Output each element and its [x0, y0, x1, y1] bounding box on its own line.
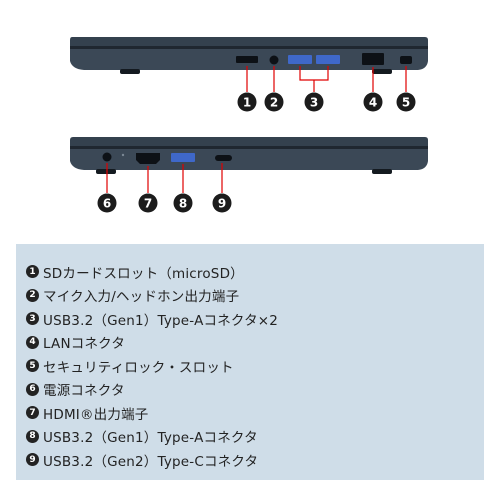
- callout-marker-2: 2: [264, 92, 284, 112]
- sd-card-slot: [236, 56, 258, 63]
- usb-c-port: [215, 155, 232, 161]
- callout-marker-9: 9: [212, 193, 232, 213]
- laptop-side-views: 1 2 3 4 5 6 7 8 9: [70, 37, 428, 213]
- callout-marker-8: 8: [173, 193, 193, 213]
- power-jack: [102, 152, 112, 162]
- laptop-right-side-view: 6 7 8 9: [70, 137, 428, 213]
- legend-number-badge: 6: [26, 382, 39, 396]
- legend-number-badge: 8: [26, 429, 39, 443]
- legend-label: マイク入力/ヘッドホン出力端子: [43, 289, 240, 306]
- marker-circle: [304, 92, 324, 112]
- legend-number-badge: 2: [26, 288, 39, 302]
- power-led: [121, 153, 125, 157]
- legend-label: セキュリティロック・スロット: [43, 359, 234, 376]
- legend-item: 7 HDMI®出力端子: [26, 401, 278, 425]
- legend-label: USB3.2（Gen1）Type-Aコネクタ×2: [43, 312, 279, 329]
- laptop-foot: [372, 69, 392, 74]
- marker-circle: [264, 92, 284, 112]
- callout-lines-top: [246, 66, 407, 92]
- legend-number-badge: 3: [26, 312, 39, 326]
- audio-jack: [269, 55, 279, 65]
- marker-circle: [363, 92, 383, 112]
- marker-circle: [237, 92, 257, 112]
- marker-circle: [212, 193, 232, 213]
- callout-lines-bottom: [106, 163, 223, 193]
- laptop-foot: [372, 169, 392, 174]
- marker-number: 3: [310, 96, 318, 110]
- callout-marker-4: 4: [363, 92, 383, 112]
- security-lock-slot: [400, 56, 412, 64]
- laptop-hinge-seam-bottom: [70, 146, 428, 149]
- marker-number: 9: [218, 197, 226, 211]
- hdmi-port: [136, 153, 160, 164]
- legend-number-badge: 4: [26, 335, 39, 349]
- legend-label: HDMI®出力端子: [43, 406, 149, 423]
- marker-circle: [396, 92, 416, 112]
- laptop-lid-top: [70, 37, 428, 47]
- legend-item: 8 USB3.2（Gen1）Type-Aコネクタ: [26, 425, 278, 449]
- legend-label: USB3.2（Gen2）Type-Cコネクタ: [43, 453, 259, 470]
- legend-item: 3 USB3.2（Gen1）Type-Aコネクタ×2: [26, 307, 278, 331]
- callout-marker-5: 5: [396, 92, 416, 112]
- marker-number: 7: [144, 197, 152, 211]
- marker-circle: [173, 193, 193, 213]
- legend-number-badge: 5: [26, 359, 39, 373]
- usb-a-port: [171, 153, 195, 162]
- legend-item: 9 USB3.2（Gen2）Type-Cコネクタ: [26, 448, 278, 472]
- laptop-hinge-seam-top: [70, 46, 428, 49]
- legend-label: SDカードスロット（microSD）: [43, 265, 244, 282]
- callout-marker-6: 6: [97, 193, 117, 213]
- callout-marker-7: 7: [138, 193, 158, 213]
- laptop-foot: [96, 169, 116, 174]
- legend-number-badge: 9: [26, 453, 39, 467]
- legend-item: 4 LANコネクタ: [26, 331, 278, 355]
- marker-number: 2: [270, 96, 278, 110]
- laptop-lid-bottom: [70, 137, 428, 147]
- legend-item: 2 マイク入力/ヘッドホン出力端子: [26, 284, 278, 308]
- legend-label: 電源コネクタ: [43, 383, 125, 400]
- laptop-base-bottom: [70, 149, 428, 170]
- callout-marker-3: 3: [304, 92, 324, 112]
- marker-number: 8: [179, 197, 187, 211]
- legend-number-badge: 1: [26, 265, 39, 279]
- callout-marker-1: 1: [237, 92, 257, 112]
- marker-number: 1: [243, 96, 251, 110]
- lan-port: [362, 53, 384, 65]
- marker-number: 4: [369, 96, 377, 110]
- marker-circle: [97, 193, 117, 213]
- usb-a-port: [288, 55, 312, 64]
- legend-item: 6 電源コネクタ: [26, 378, 278, 402]
- legend-item: 1 SDカードスロット（microSD）: [26, 260, 278, 284]
- marker-circle: [138, 193, 158, 213]
- legend-number-badge: 7: [26, 406, 39, 420]
- laptop-left-side-view: 1 2 3 4 5: [70, 37, 428, 112]
- legend-label: LANコネクタ: [43, 336, 126, 353]
- legend-item: 5 セキュリティロック・スロット: [26, 354, 278, 378]
- markers-bottom: 6 7 8 9: [97, 193, 232, 213]
- marker-number: 5: [402, 96, 410, 110]
- laptop-foot: [120, 69, 140, 74]
- usb-a-port: [316, 55, 340, 64]
- legend-label: USB3.2（Gen1）Type-Aコネクタ: [43, 430, 258, 447]
- markers-top: 1 2 3 4 5: [237, 92, 416, 112]
- marker-number: 6: [103, 197, 111, 211]
